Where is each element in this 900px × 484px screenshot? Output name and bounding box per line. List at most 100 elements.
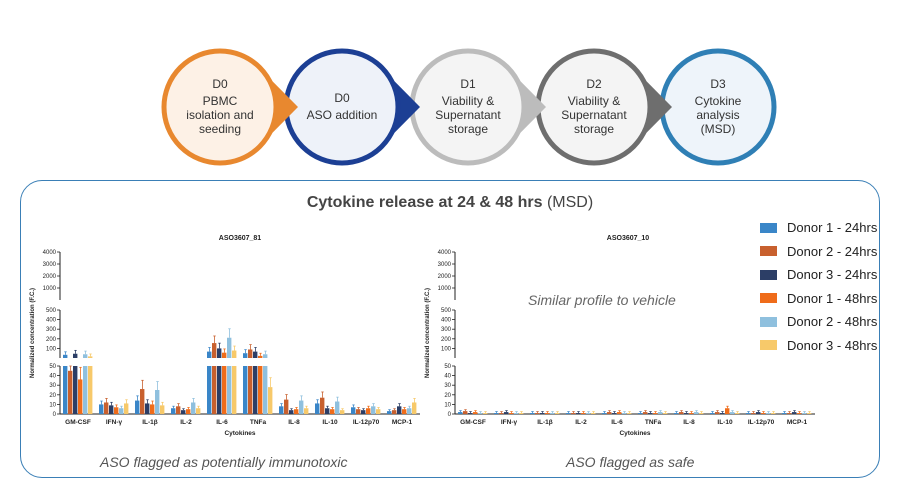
bar — [186, 409, 191, 414]
bar — [315, 403, 320, 414]
y-tick-label: 300 — [46, 327, 57, 333]
bar-upper — [227, 337, 232, 358]
y-tick-label: 50 — [444, 364, 451, 370]
bar — [109, 405, 114, 414]
bar-upper — [243, 353, 248, 358]
panel-title-suffix: (MSD) — [542, 194, 594, 211]
bar — [622, 413, 627, 414]
bar — [607, 412, 612, 414]
bar — [545, 413, 550, 414]
y-tick-label: 30 — [444, 383, 451, 389]
y-tick-label: 200 — [46, 337, 57, 343]
bar — [766, 413, 771, 414]
bar-upper — [217, 348, 222, 358]
bar — [78, 379, 83, 414]
bar — [694, 412, 699, 414]
panel-title: Cytokine release at 24 & 48 hrs (MSD) — [0, 194, 900, 212]
workflow-diagram — [161, 48, 777, 166]
legend-label: Donor 3 - 48hrs — [787, 337, 878, 353]
bar — [150, 404, 155, 414]
bar — [99, 404, 104, 414]
legend-swatch — [760, 316, 777, 327]
bar — [392, 410, 397, 414]
vehicle-annotation: Similar profile to vehicle — [528, 292, 676, 308]
workflow-step-line: (MSD) — [700, 122, 736, 136]
y-tick-label: 3000 — [438, 262, 452, 268]
bar — [530, 413, 535, 414]
bar — [612, 413, 617, 414]
x-tick-label: IL-12p70 — [353, 419, 380, 426]
y-tick-label: 20 — [49, 393, 56, 399]
bar — [699, 413, 704, 414]
x-tick-label: IL-2 — [575, 419, 587, 426]
results-panel — [20, 180, 880, 478]
bar — [663, 413, 668, 414]
bar — [196, 408, 201, 414]
legend-item: Donor 2 - 24hrs — [760, 240, 877, 264]
y-tick-label: 1000 — [43, 286, 57, 292]
workflow-step-line: Supernatant — [561, 108, 627, 122]
y-tick-label: 100 — [46, 346, 57, 352]
legend-label: Donor 2 - 48hrs — [787, 314, 878, 330]
caption-safe: ASO flagged as safe — [566, 454, 695, 470]
x-tick-label: TNFa — [645, 419, 662, 426]
bar — [746, 413, 751, 414]
x-tick-label: IFN-γ — [106, 419, 123, 426]
x-tick-label: IL-10 — [322, 419, 338, 426]
legend-swatch — [760, 340, 777, 351]
bar — [499, 413, 504, 414]
bar — [73, 366, 78, 414]
bar — [351, 407, 356, 414]
workflow-step-4 — [535, 48, 672, 166]
bar — [540, 413, 545, 414]
bar — [771, 413, 776, 414]
bar — [638, 413, 643, 414]
bar — [725, 408, 730, 414]
x-tick-label: IL-8 — [288, 419, 300, 426]
legend-label: Donor 2 - 24hrs — [787, 243, 878, 259]
y-tick-label: 20 — [444, 393, 451, 399]
panel-title-bold: Cytokine release at 24 & 48 hrs — [306, 194, 543, 211]
bar — [643, 412, 648, 414]
bar — [243, 366, 248, 414]
y-tick-label: 40 — [444, 374, 451, 380]
bar — [407, 408, 412, 414]
y-tick-label: 1000 — [438, 286, 452, 292]
bar-upper — [83, 354, 88, 358]
bar — [279, 406, 284, 414]
bar-upper — [63, 354, 68, 358]
y-tick-label: 400 — [46, 318, 57, 324]
bar — [289, 410, 294, 414]
workflow-step-line: PBMC — [202, 94, 238, 108]
bar — [171, 408, 176, 414]
bar — [114, 407, 119, 414]
workflow-step-line: storage — [573, 122, 615, 136]
bar — [566, 413, 571, 414]
x-axis-label: Cytokines — [619, 430, 650, 437]
bar — [412, 402, 417, 414]
y-tick-label: 2000 — [43, 274, 57, 280]
bar — [356, 409, 361, 414]
bar — [782, 413, 787, 414]
y-tick-label: 400 — [441, 318, 452, 324]
legend-item: Donor 1 - 48hrs — [760, 287, 877, 311]
bar — [483, 413, 488, 414]
bar — [387, 411, 392, 414]
bar — [376, 409, 381, 414]
bar — [617, 412, 622, 414]
bar — [674, 413, 679, 414]
x-tick-label: MCP-1 — [787, 419, 808, 426]
legend-label: Donor 1 - 24hrs — [787, 220, 878, 236]
bar — [299, 400, 304, 414]
bar — [160, 405, 165, 414]
bar — [155, 390, 160, 414]
chart-2: ASO3607_10100020003000400010020030040050… — [425, 235, 815, 437]
legend-item: Donor 2 - 48hrs — [760, 310, 877, 334]
bar — [227, 366, 232, 414]
bar — [212, 366, 217, 414]
x-tick-label: TNFa — [250, 419, 267, 426]
bar — [181, 410, 186, 414]
bar — [88, 366, 93, 414]
bar — [797, 413, 802, 414]
workflow-step-line: analysis — [696, 108, 740, 122]
